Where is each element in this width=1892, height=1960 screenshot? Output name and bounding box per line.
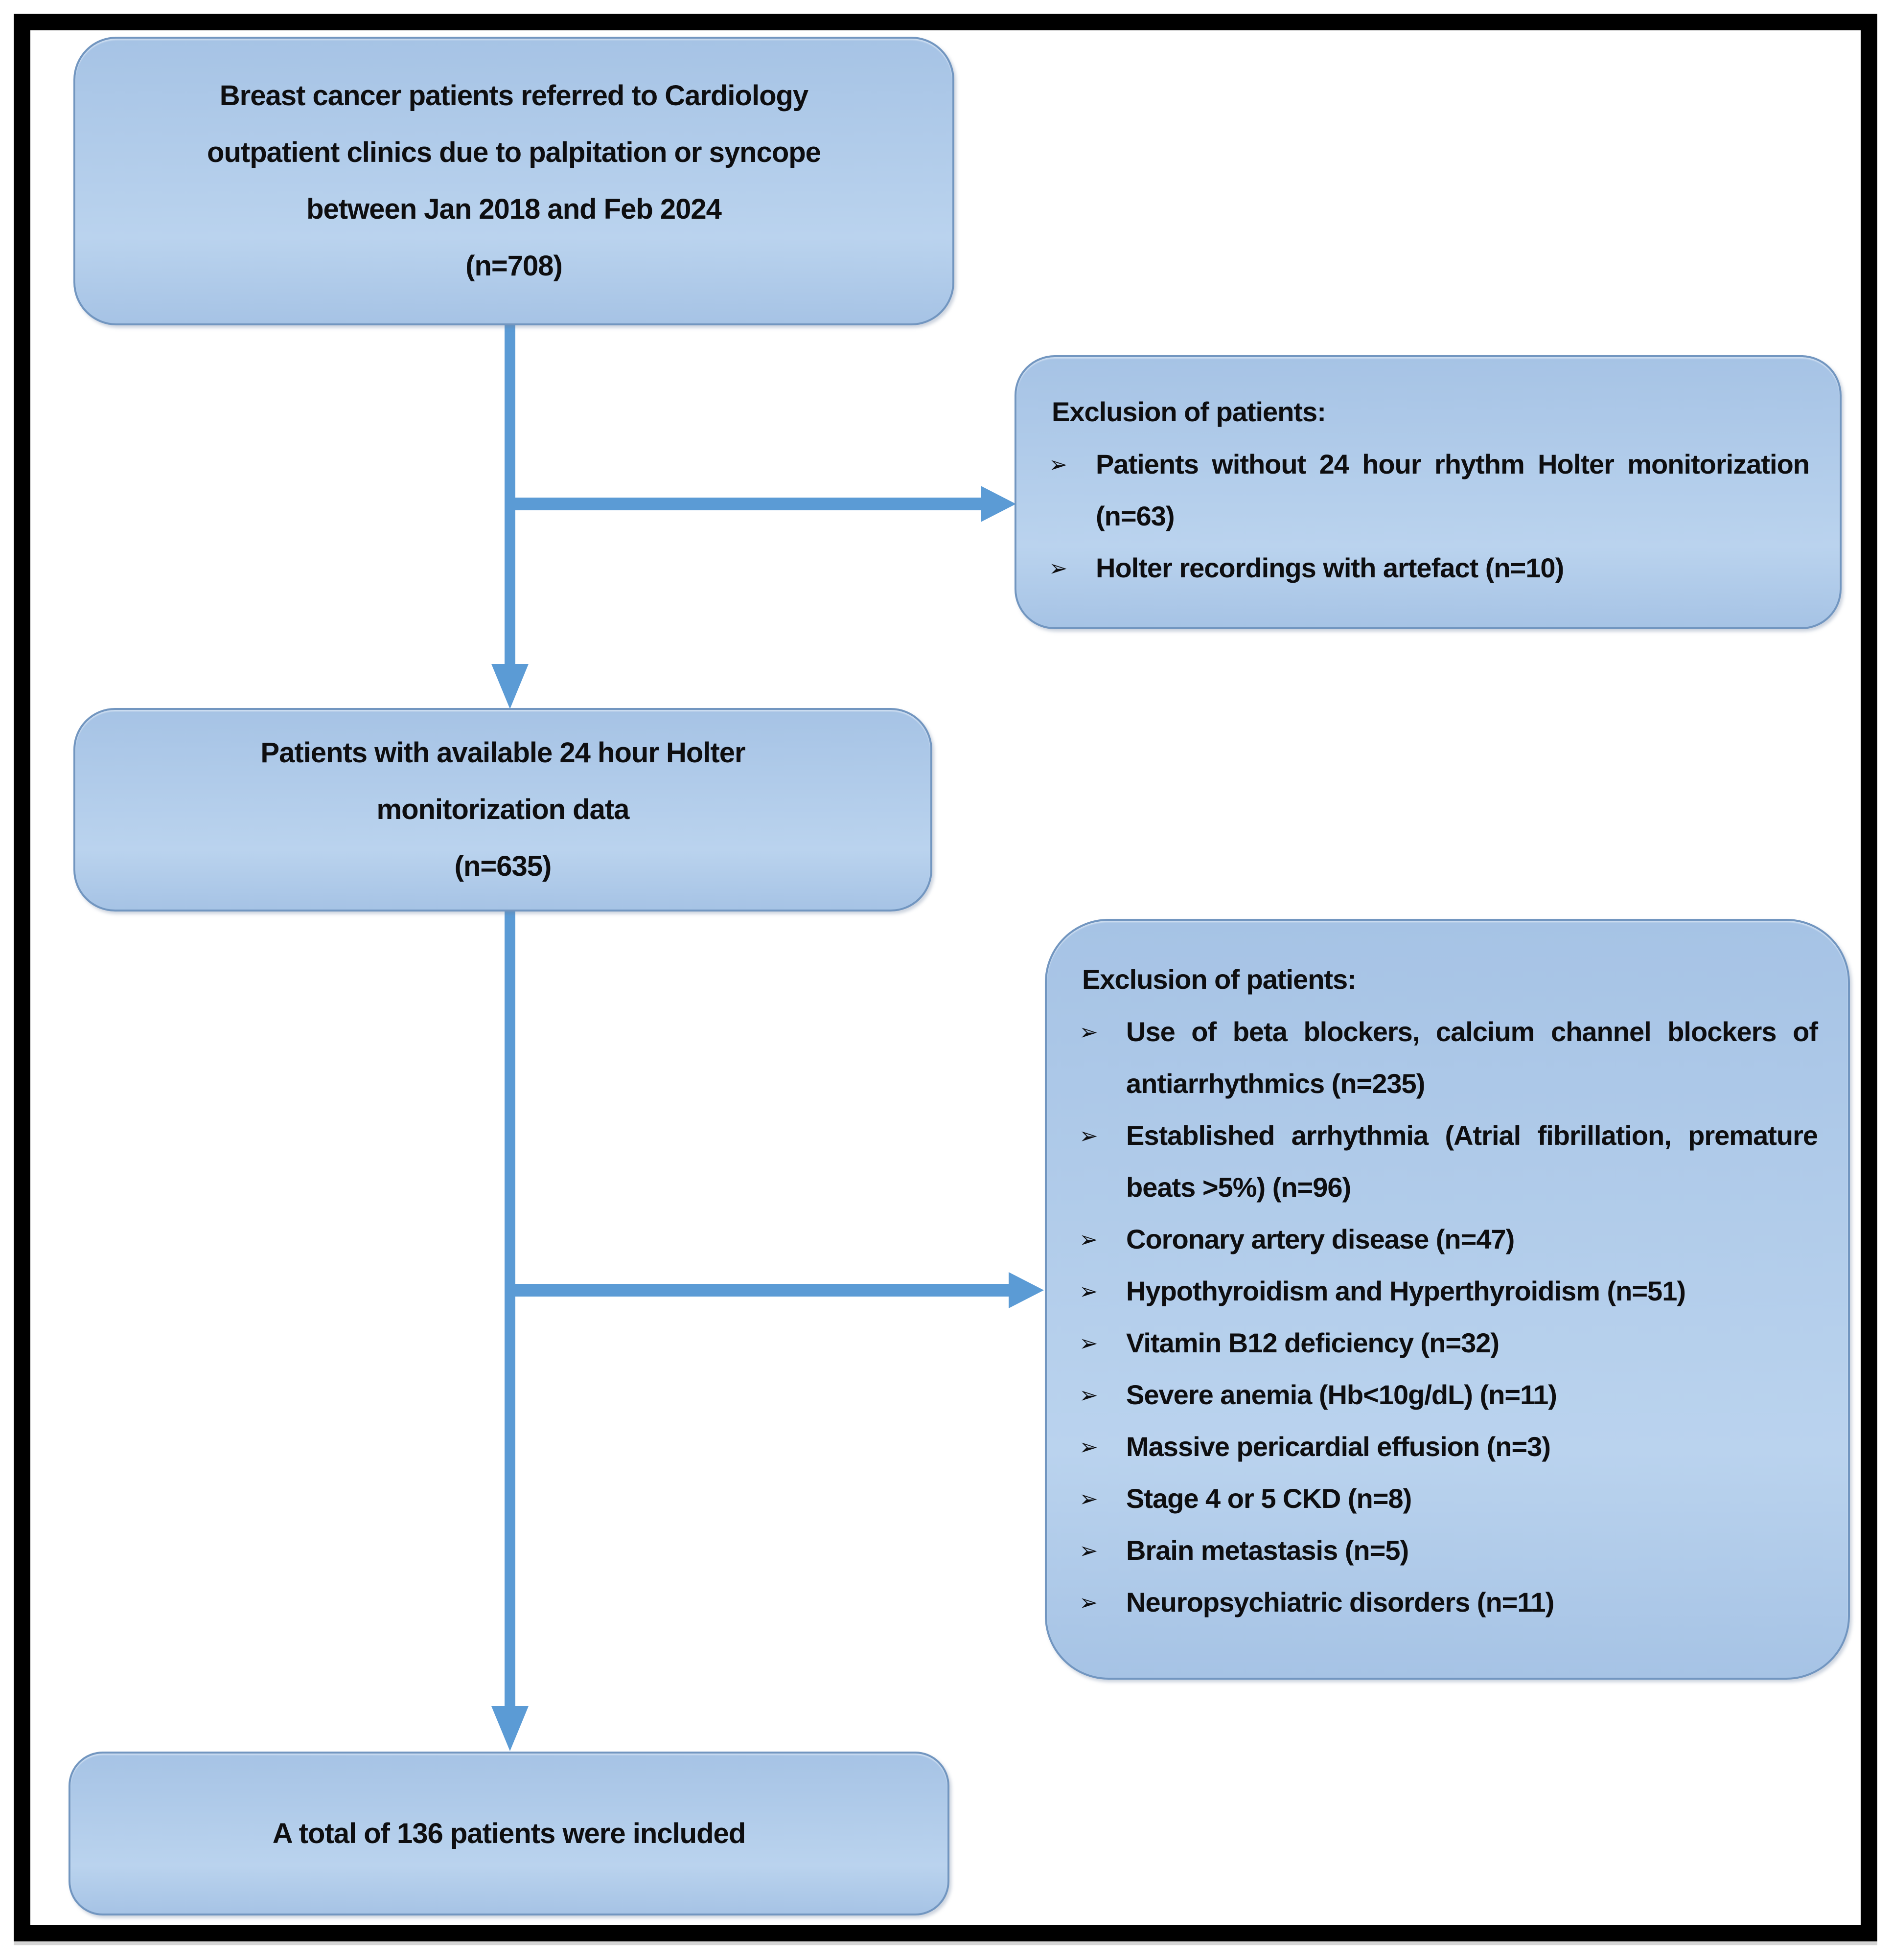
exclusion-item: ➢ Massive pericardial effusion (n=3): [1079, 1421, 1818, 1473]
branch-arrow-to-exclusion-1-shaft: [505, 498, 987, 510]
exclusion-title: Exclusion of patients:: [1082, 964, 1357, 995]
exclusion-item-text: Use of beta blockers, calcium channel bl…: [1126, 1016, 1818, 1099]
exclusion-item: ➢ Vitamin B12 deficiency (n=32): [1079, 1317, 1818, 1369]
list-bullet-arrow-icon: ➢: [1079, 1589, 1098, 1616]
flow-box-referred-patients: Breast cancer patients referred to Cardi…: [73, 37, 954, 325]
exclusion-item-text: Stage 4 or 5 CKD (n=8): [1126, 1483, 1412, 1514]
text-line: (n=708): [465, 250, 563, 282]
text-line: Breast cancer patients referred to Cardi…: [219, 80, 808, 112]
list-bullet-arrow-icon: ➢: [1079, 1382, 1098, 1408]
exclusion-box-2: Exclusion of patients: ➢ Use of beta bloc…: [1045, 919, 1850, 1680]
text-line: outpatient clinics due to palpitation or…: [207, 137, 821, 168]
arrowhead-right-icon: [981, 486, 1016, 522]
text-line: Patients with available 24 hour Holter: [260, 737, 745, 769]
list-bullet-arrow-icon: ➢: [1079, 1330, 1098, 1356]
exclusion-title: Exclusion of patients:: [1052, 396, 1326, 427]
list-bullet-arrow-icon: ➢: [1049, 451, 1068, 478]
exclusion-item-text: Coronary artery disease (n=47): [1126, 1224, 1515, 1254]
exclusion-item-text: Brain metastasis (n=5): [1126, 1535, 1409, 1566]
exclusion-box-1: Exclusion of patients: ➢ Patients without…: [1015, 355, 1842, 629]
exclusion-item-text: Holter recordings with artefact (n=10): [1096, 552, 1564, 583]
exclusion-item: ➢ Hypothyroidism and Hyperthyroidism (n=5…: [1079, 1265, 1818, 1317]
exclusion-item: ➢ Neuropsychiatric disorders (n=11): [1079, 1576, 1818, 1628]
list-bullet-arrow-icon: ➢: [1079, 1485, 1098, 1512]
list-bullet-arrow-icon: ➢: [1079, 1537, 1098, 1564]
exclusion-item: ➢ Stage 4 or 5 CKD (n=8): [1079, 1473, 1818, 1525]
arrowhead-right-icon: [1009, 1272, 1044, 1308]
arrowhead-down-icon: [491, 1706, 529, 1751]
list-bullet-arrow-icon: ➢: [1079, 1434, 1098, 1460]
exclusion-item: ➢ Holter recordings with artefact (n=10): [1049, 542, 1809, 594]
exclusion-list: ➢ Use of beta blockers, calcium channel b…: [1079, 1006, 1818, 1628]
exclusion-item-text: Hypothyroidism and Hyperthyroidism (n=51…: [1126, 1276, 1686, 1306]
flow-box-included-patients: A total of 136 patients were included: [69, 1752, 949, 1915]
branch-arrow-to-exclusion-2-shaft: [505, 1284, 1009, 1297]
exclusion-item: ➢ Established arrhythmia (Atrial fibrilla…: [1079, 1110, 1818, 1213]
arrowhead-down-icon: [491, 664, 529, 709]
text-line: A total of 136 patients were included: [272, 1817, 746, 1849]
exclusion-item-text: Neuropsychiatric disorders (n=11): [1126, 1587, 1554, 1618]
exclusion-item-text: Massive pericardial effusion (n=3): [1126, 1431, 1551, 1462]
flow-box-holter-data: Patients with available 24 hour Holter mo…: [73, 708, 932, 912]
exclusion-item-text: Established arrhythmia (Atrial fibrillat…: [1126, 1120, 1818, 1203]
exclusion-item-text: Patients without 24 hour rhythm Holter m…: [1096, 449, 1810, 531]
exclusion-item-text: Severe anemia (Hb<10g/dL) (n=11): [1126, 1379, 1557, 1410]
arrow-middle-to-bottom-shaft: [505, 911, 515, 1707]
exclusion-item: ➢ Patients without 24 hour rhythm Holter …: [1049, 438, 1810, 542]
text-line: monitorization data: [376, 794, 630, 825]
exclusion-item: ➢ Brain metastasis (n=5): [1079, 1525, 1818, 1576]
arrow-top-to-middle-shaft: [505, 324, 515, 667]
list-bullet-arrow-icon: ➢: [1079, 1226, 1098, 1253]
text-line: between Jan 2018 and Feb 2024: [306, 193, 722, 225]
list-bullet-arrow-icon: ➢: [1079, 1278, 1098, 1304]
exclusion-item: ➢ Severe anemia (Hb<10g/dL) (n=11): [1079, 1369, 1818, 1421]
text-line: (n=635): [454, 850, 552, 882]
list-bullet-arrow-icon: ➢: [1079, 1019, 1098, 1045]
figure-border-frame: [14, 14, 1877, 1941]
list-bullet-arrow-icon: ➢: [1079, 1122, 1098, 1149]
exclusion-item: ➢ Use of beta blockers, calcium channel b…: [1079, 1006, 1818, 1110]
exclusion-item: ➢ Coronary artery disease (n=47): [1079, 1213, 1818, 1265]
exclusion-item-text: Vitamin B12 deficiency (n=32): [1126, 1327, 1500, 1358]
exclusion-list: ➢ Patients without 24 hour rhythm Holter …: [1049, 438, 1810, 594]
list-bullet-arrow-icon: ➢: [1049, 555, 1068, 581]
